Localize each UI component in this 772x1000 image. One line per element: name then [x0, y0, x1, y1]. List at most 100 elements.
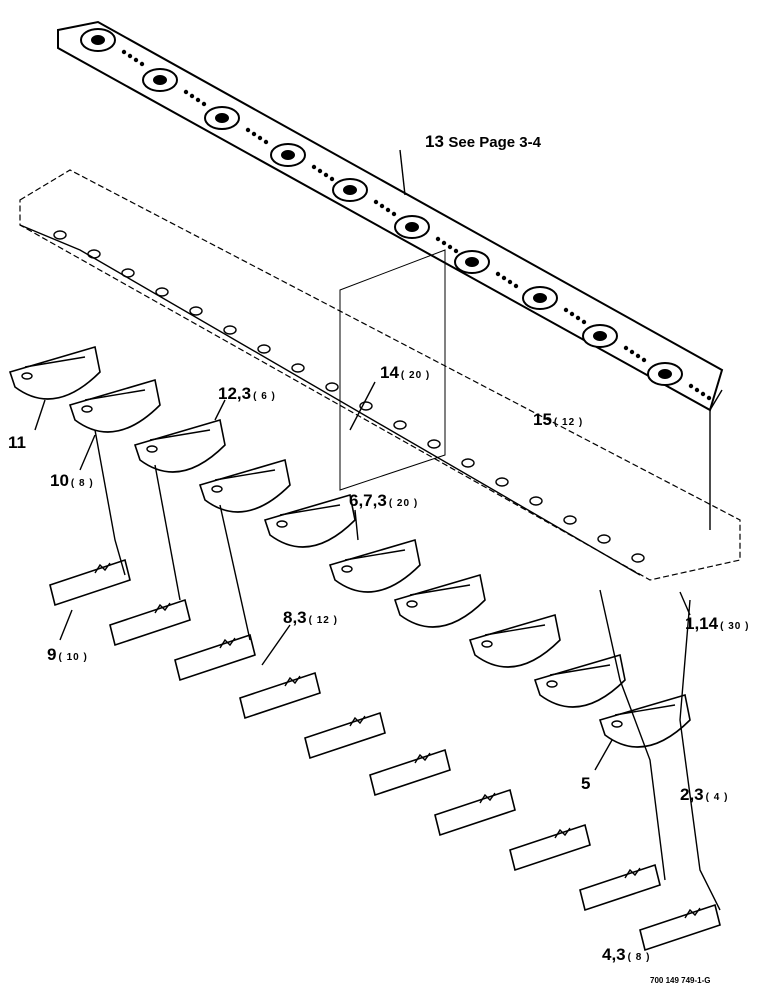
bolt-hole	[694, 387, 700, 393]
bolt-hole	[629, 349, 635, 355]
shoe-hole	[276, 520, 288, 528]
bolt-hole	[133, 57, 139, 63]
bolt-hole	[139, 61, 145, 67]
callout-8-3: 8,3( 12 )	[283, 608, 338, 627]
callout-11: 11	[8, 433, 26, 452]
bolt-hole	[323, 172, 329, 178]
disc-center	[405, 222, 419, 232]
bolt-hole	[495, 271, 501, 277]
connector	[94, 429, 126, 576]
frame-hole	[121, 268, 135, 278]
connector	[219, 504, 251, 641]
shoe-hole	[406, 600, 418, 608]
leader-11	[34, 399, 46, 431]
connector	[599, 589, 666, 881]
frame-hole	[393, 420, 407, 430]
callout-2-3: 2,3( 4 )	[680, 785, 729, 804]
shoe-hole	[611, 720, 623, 728]
figure-id: 700 149 749-1-G	[650, 976, 711, 985]
bolt-hole	[201, 101, 207, 107]
plate-tab	[284, 675, 301, 687]
lower-frame-edge	[19, 224, 641, 576]
leader-5	[594, 739, 613, 771]
bolt-hole	[635, 353, 641, 359]
wear-plate	[434, 788, 516, 837]
wear-plate	[304, 711, 386, 760]
bolt-hole	[121, 49, 127, 55]
callout-5: 5	[581, 774, 591, 793]
shoe-rib	[214, 469, 276, 481]
bolt-hole	[700, 391, 706, 397]
bolt-hole	[373, 199, 379, 205]
shoe-hole	[211, 485, 223, 493]
callout-12-3: 12,3( 6 )	[218, 384, 276, 403]
shoe-rib	[344, 549, 406, 561]
shoe-rib	[84, 389, 146, 401]
wear-plate	[369, 748, 451, 797]
frame-hole	[427, 439, 441, 449]
disc-center	[593, 331, 607, 341]
frame-hole	[325, 382, 339, 392]
bolt-hole	[575, 315, 581, 321]
disc-center	[281, 150, 295, 160]
shoe-rib	[149, 429, 211, 441]
shoe-hole	[546, 680, 558, 688]
frame-hole	[461, 458, 475, 468]
bolt-hole	[245, 127, 251, 133]
leader-9	[59, 609, 73, 641]
frame-hole	[563, 515, 577, 525]
wear-plate	[639, 903, 721, 952]
bolt-hole	[379, 203, 385, 209]
leader-14	[349, 381, 376, 431]
leader-114	[679, 591, 691, 616]
leader-10	[79, 434, 96, 471]
skid-shoe	[533, 653, 626, 708]
bolt-hole	[317, 168, 323, 174]
shoe-rib	[614, 704, 676, 716]
disc-center	[91, 35, 105, 45]
callout-10: 10( 8 )	[50, 471, 94, 490]
callout-15: 15( 12 )	[533, 410, 584, 429]
disc-center	[465, 257, 479, 267]
bolt-hole	[263, 139, 269, 145]
callout-4-3: 4,3( 8 )	[602, 945, 651, 964]
bolt-hole	[435, 236, 441, 242]
wear-plate	[174, 633, 256, 682]
bolt-hole	[391, 211, 397, 217]
bolt-hole	[453, 248, 459, 254]
frame-hole	[155, 287, 169, 297]
plate-tab	[219, 637, 236, 649]
leader-13	[399, 149, 406, 196]
skid-shoe	[68, 378, 161, 433]
leader-12	[214, 399, 226, 421]
callout-9: 9( 10 )	[47, 645, 88, 664]
bolt-hole	[581, 319, 587, 325]
bolt-hole	[311, 164, 317, 170]
frame-hole	[257, 344, 271, 354]
plate-outline	[339, 249, 446, 491]
shoe-rib	[24, 356, 86, 368]
skid-shoe	[393, 573, 486, 628]
bolt-hole	[688, 383, 694, 389]
plate-tab	[349, 715, 366, 727]
wear-plate	[509, 823, 591, 872]
bolt-hole	[127, 53, 133, 59]
skid-shoe	[328, 538, 421, 593]
callout-13: 13 See Page 3-4	[425, 132, 541, 151]
bolt-hole	[706, 395, 712, 401]
shoe-rib	[549, 664, 611, 676]
shoe-hole	[341, 565, 353, 573]
skid-shoe	[198, 458, 291, 513]
bolt-hole	[447, 244, 453, 250]
shoe-hole	[81, 405, 93, 413]
plate-tab	[94, 562, 111, 574]
frame-hole	[291, 363, 305, 373]
skid-shoe	[8, 345, 101, 400]
frame-hole	[495, 477, 509, 487]
callout-1-14: 1,14( 30 )	[685, 614, 750, 633]
bolt-hole	[385, 207, 391, 213]
disc-center	[658, 369, 672, 379]
frame-hole	[529, 496, 543, 506]
bolt-hole	[563, 307, 569, 313]
wear-plate	[49, 558, 131, 607]
